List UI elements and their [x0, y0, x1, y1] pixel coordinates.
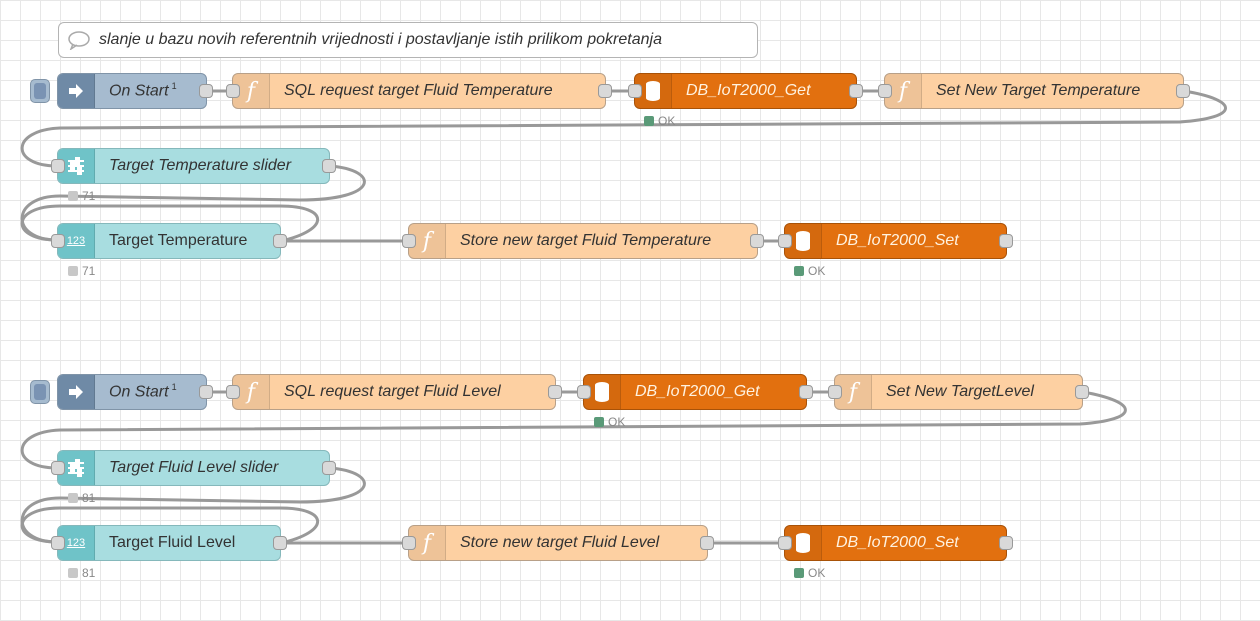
input-port[interactable]	[628, 84, 642, 98]
input-port[interactable]	[226, 84, 240, 98]
node-label: DB_IoT2000_Set	[836, 232, 959, 249]
wire	[20, 390, 1127, 470]
input-port[interactable]	[51, 536, 65, 550]
wire	[20, 506, 320, 545]
function-node-sql-request[interactable]: f SQL request target Fluid Temperature	[226, 73, 612, 109]
output-port[interactable]	[273, 536, 287, 550]
status-dot-icon	[68, 493, 78, 503]
wire	[20, 466, 366, 544]
output-port[interactable]	[598, 84, 612, 98]
input-port[interactable]	[51, 159, 65, 173]
wire	[20, 204, 320, 243]
node-label: Store new target Fluid Temperature	[460, 232, 712, 249]
output-port[interactable]	[849, 84, 863, 98]
wire	[20, 164, 366, 242]
function-node-store-new-target[interactable]: f Store new target Fluid Temperature	[402, 223, 764, 259]
node-label: Set New Target Temperature	[936, 82, 1141, 99]
output-port[interactable]	[1176, 84, 1190, 98]
ui-slider-node[interactable]: Target Fluid Level slider	[51, 450, 336, 486]
node-status: OK	[644, 114, 675, 128]
inject-arrow-icon	[58, 74, 95, 108]
function-node-sql-request[interactable]: f SQL request target Fluid Level	[226, 374, 562, 410]
function-node-set-new-target[interactable]: f Set New Target Temperature	[878, 73, 1190, 109]
input-port[interactable]	[828, 385, 842, 399]
node-label: Set New TargetLevel	[886, 383, 1034, 400]
input-port[interactable]	[778, 536, 792, 550]
node-label: On Start	[109, 82, 169, 100]
input-port[interactable]	[577, 385, 591, 399]
ui-numeric-node[interactable]: 123 Target Temperature	[51, 223, 287, 259]
output-port[interactable]	[199, 84, 213, 98]
output-port[interactable]	[322, 159, 336, 173]
input-port[interactable]	[51, 234, 65, 248]
database-node-set[interactable]: DB_IoT2000_Set	[778, 525, 1013, 561]
input-port[interactable]	[878, 84, 892, 98]
comment-icon	[59, 30, 99, 50]
node-status: 81	[68, 566, 95, 580]
database-node-get[interactable]: DB_IoT2000_Get	[628, 73, 863, 109]
inject-arrow-icon	[58, 375, 95, 409]
wire	[20, 89, 1227, 168]
output-port[interactable]	[322, 461, 336, 475]
node-status: 71	[68, 264, 95, 278]
node-status: OK	[794, 566, 825, 580]
comment-text: slanje u bazu novih referentnih vrijedno…	[99, 31, 662, 48]
output-port[interactable]	[799, 385, 813, 399]
node-status: 81	[68, 491, 95, 505]
output-port[interactable]	[999, 536, 1013, 550]
inject-trigger-button[interactable]	[30, 380, 50, 404]
status-dot-icon	[644, 116, 654, 126]
node-label: On Start	[109, 383, 169, 401]
ui-numeric-node[interactable]: 123 Target Fluid Level	[51, 525, 287, 561]
node-label: SQL request target Fluid Level	[284, 383, 501, 400]
node-label: DB_IoT2000_Get	[686, 82, 811, 99]
input-port[interactable]	[778, 234, 792, 248]
status-dot-icon	[68, 191, 78, 201]
output-port[interactable]	[750, 234, 764, 248]
function-icon: f	[409, 526, 446, 560]
database-node-set[interactable]: DB_IoT2000_Set	[778, 223, 1013, 259]
status-dot-icon	[68, 266, 78, 276]
output-port[interactable]	[548, 385, 562, 399]
node-label: Target Temperature	[109, 232, 248, 249]
database-node-get[interactable]: DB_IoT2000_Get	[577, 374, 813, 410]
input-port[interactable]	[51, 461, 65, 475]
input-port[interactable]	[402, 234, 416, 248]
status-dot-icon	[68, 568, 78, 578]
node-label: Target Fluid Level slider	[109, 459, 279, 476]
node-label: DB_IoT2000_Set	[836, 534, 959, 551]
input-port[interactable]	[226, 385, 240, 399]
status-dot-icon	[794, 568, 804, 578]
node-label: Store new target Fluid Level	[460, 534, 660, 551]
output-port[interactable]	[273, 234, 287, 248]
node-label-superscript: 1	[171, 81, 177, 92]
node-label: DB_IoT2000_Get	[635, 383, 760, 400]
input-port[interactable]	[402, 536, 416, 550]
inject-trigger-button[interactable]	[30, 79, 50, 103]
status-dot-icon	[794, 266, 804, 276]
node-label-superscript: 1	[171, 382, 177, 393]
node-status: 71	[68, 189, 95, 203]
output-port[interactable]	[199, 385, 213, 399]
flow-comment[interactable]: slanje u bazu novih referentnih vrijedno…	[58, 22, 758, 58]
node-label: Target Fluid Level	[109, 534, 236, 551]
node-status: OK	[594, 415, 625, 429]
function-node-set-new-target[interactable]: f Set New TargetLevel	[828, 374, 1089, 410]
ui-slider-node[interactable]: Target Temperature slider	[51, 148, 336, 184]
output-port[interactable]	[700, 536, 714, 550]
function-node-store-new-target[interactable]: f Store new target Fluid Level	[402, 525, 714, 561]
output-port[interactable]	[1075, 385, 1089, 399]
node-label: Target Temperature slider	[109, 157, 292, 174]
output-port[interactable]	[999, 234, 1013, 248]
node-label: SQL request target Fluid Temperature	[284, 82, 553, 99]
node-status: OK	[794, 264, 825, 278]
status-dot-icon	[594, 417, 604, 427]
